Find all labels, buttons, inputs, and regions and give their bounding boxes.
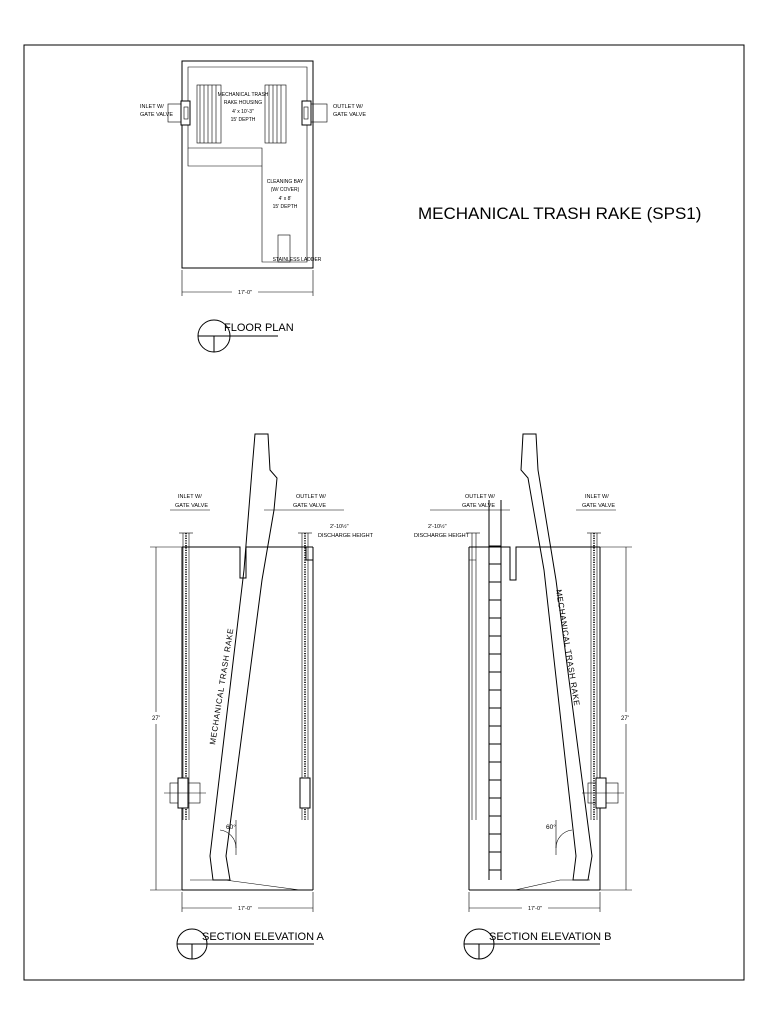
ladder-label: STAINLESS LADDER [273,257,322,263]
svg-text:INLET W/: INLET W/ [178,494,202,500]
mechanical-trash-rake-a [209,433,278,881]
svg-text:17'-0": 17'-0" [528,906,542,912]
floor-plan: INLET W/ GATE VALVE OUTLET W/ GATE VALVE… [140,60,366,353]
svg-text:15' DEPTH: 15' DEPTH [231,117,256,123]
svg-text:CLEANING BAY: CLEANING BAY [267,179,304,185]
mechanical-trash-rake-b [520,433,593,881]
svg-text:15' DEPTH: 15' DEPTH [273,204,298,210]
svg-text:INLET W/: INLET W/ [585,494,609,500]
inlet-label-b: INLET W/ GATE VALVE [576,494,616,511]
floor-plan-label: FLOOR PLAN [224,322,294,334]
floor-plan-label-symbol: FLOOR PLAN [197,319,294,353]
svg-text:OUTLET W/: OUTLET W/ [333,104,363,110]
svg-text:GATE VALVE: GATE VALVE [333,112,366,118]
svg-text:4' x 10'-3": 4' x 10'-3" [232,109,254,115]
svg-text:17'-0": 17'-0" [238,906,252,912]
top-slab-a [182,546,313,579]
svg-text:27': 27' [152,716,160,722]
svg-text:GATE VALVE: GATE VALVE [582,503,615,509]
discharge-label-a: 2'-10½" DISCHARGE HEIGHT [318,523,374,539]
height-dimension-a: 27' [150,546,182,891]
outlet-pipe-a [299,777,311,809]
inlet-pipe-a [164,777,206,809]
floor-plan-width-dimension: 17'-0" [181,270,314,296]
svg-text:GATE VALVE: GATE VALVE [462,503,495,509]
angle-label-a: 60° [226,823,236,831]
drawing-title: MECHANICAL TRASH RAKE (SPS1) [418,204,701,223]
outlet-guide-b [587,532,601,820]
section-a-label: SECTION ELEVATION A [202,931,325,943]
svg-text:DISCHARGE HEIGHT: DISCHARGE HEIGHT [318,533,374,539]
inlet-guide-b [466,532,480,820]
section-elevation-b: MECHANICAL TRASH RAKE 60° OUTLET W/ GATE… [414,433,632,960]
section-elevation-a: MECHANICAL TRASH RAKE 60° INLET W/ GATE … [150,433,374,960]
outlet-label-a: OUTLET W/ GATE VALVE [264,494,344,511]
housing-label: MECHANICAL TRASH RAKE HOUSING 4' x 10'-3… [218,92,269,123]
angle-label-b: 60° [546,823,556,831]
rake-label-b: MECHANICAL TRASH RAKE [554,589,581,707]
svg-text:DISCHARGE HEIGHT: DISCHARGE HEIGHT [414,533,470,539]
svg-text:INLET W/: INLET W/ [140,104,164,110]
svg-text:2'-10½": 2'-10½" [428,523,447,530]
housing-hatch [196,84,287,144]
inlet-pipe [167,100,191,126]
svg-text:4' x 8': 4' x 8' [279,196,292,202]
height-dimension-b: 27' [600,546,632,891]
width-dimension-b: 17'-0" [468,892,601,912]
section-a-label-symbol: SECTION ELEVATION A [176,928,325,960]
svg-text:(W/ COVER): (W/ COVER) [271,187,300,193]
ladder-b [488,500,502,880]
rake-label-a: MECHANICAL TRASH RAKE [208,627,235,745]
width-dimension-a: 17'-0" [181,892,314,912]
section-b-label: SECTION ELEVATION B [489,931,611,943]
svg-text:GATE VALVE: GATE VALVE [140,112,173,118]
outlet-pipe [301,100,328,126]
stainless-ladder [277,234,291,263]
svg-text:OUTLET W/: OUTLET W/ [296,494,326,500]
sheet-border [23,44,745,981]
top-slab-b [469,546,600,581]
svg-text:GATE VALVE: GATE VALVE [293,503,326,509]
section-b-label-symbol: SECTION ELEVATION B [463,928,611,960]
inlet-guide-a [179,532,193,820]
svg-text:27': 27' [621,716,629,722]
svg-text:2'-10½": 2'-10½" [330,523,349,530]
cleaning-bay-label: CLEANING BAY (W/ COVER) 4' x 8' 15' DEPT… [267,179,304,210]
floor-plan-outer-wall [181,60,314,269]
svg-text:OUTLET W/: OUTLET W/ [465,494,495,500]
svg-text:17'-0": 17'-0" [238,290,252,296]
discharge-label-b: 2'-10½" DISCHARGE HEIGHT [414,523,470,539]
inlet-label: INLET W/ GATE VALVE [140,104,173,118]
outlet-label: OUTLET W/ GATE VALVE [333,104,366,118]
svg-text:GATE VALVE: GATE VALVE [175,503,208,509]
svg-text:MECHANICAL TRASH: MECHANICAL TRASH [218,92,269,98]
svg-text:RAKE HOUSING: RAKE HOUSING [224,100,262,106]
inlet-label-a: INLET W/ GATE VALVE [170,494,210,511]
outlet-label-b: OUTLET W/ GATE VALVE [430,494,510,511]
outlet-guide-a [298,532,312,820]
outlet-pipe-b [582,777,624,809]
